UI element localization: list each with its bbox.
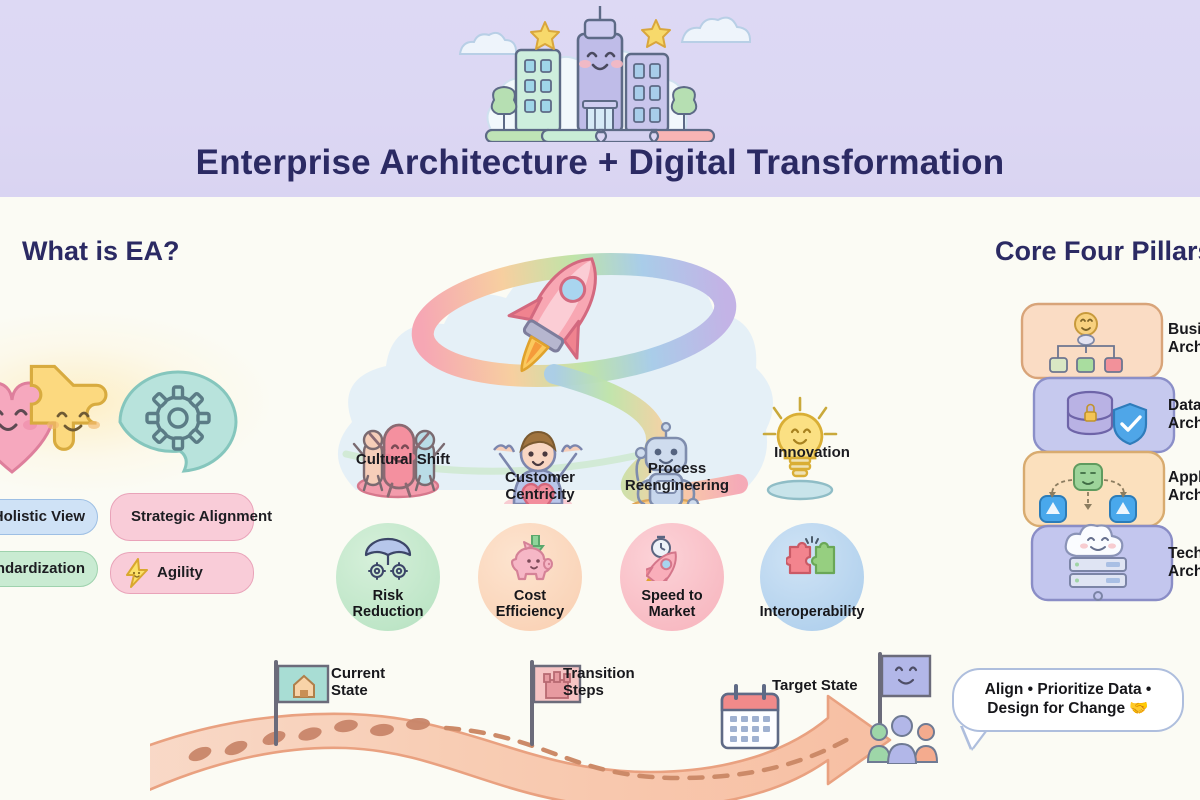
benefit-interoperability[interactable]: Interoperability	[760, 523, 864, 631]
benefit-cost-efficiency-label: Cost Efficiency	[495, 588, 565, 621]
benefit-risk-reduction-label: Risk Reduction	[352, 588, 424, 621]
stage-label-process-reengineering: Process Reengineering	[624, 460, 730, 494]
benefit-speed-to-market-label: Speed to Market	[641, 588, 703, 621]
callout-bubble[interactable]: Align • Prioritize Data • Design for Cha…	[952, 668, 1184, 732]
benefit-cost-efficiency[interactable]: Cost Efficiency	[478, 523, 582, 631]
pill-holistic-view[interactable]: Holistic View	[0, 499, 98, 535]
header-band: Enterprise Architecture + Digital Transf…	[0, 0, 1200, 197]
roadmap-arrow	[150, 652, 932, 800]
heart-puzzle-gear-speech-bubble-icon	[0, 364, 238, 474]
piggy-bank-down-arrow-icon	[510, 535, 553, 581]
cloud-backdrop-icon	[337, 252, 838, 504]
benefit-interoperability-label: Interoperability	[759, 604, 865, 621]
pillar-block-technology	[1030, 523, 1174, 602]
milestone-label-target-state: Target State	[772, 677, 858, 694]
two-puzzle-pieces-icon	[786, 536, 836, 575]
umbrella-with-gears-icon	[364, 537, 412, 580]
pillar-block-business	[1020, 302, 1164, 380]
lightning-bolt-icon	[126, 558, 148, 588]
milestone-label-current-state: Current State	[331, 665, 386, 699]
pillar-label-application-architecture: Application Architecture	[1168, 469, 1200, 504]
benefit-speed-to-market[interactable]: Speed to Market	[620, 523, 724, 631]
stage-label-cultural-shift: Cultural Shift	[355, 451, 451, 468]
callout-bubble-text: Align • Prioritize Data • Design for Cha…	[984, 681, 1152, 717]
pill-strategic-alignment[interactable]: Strategic Alignment	[110, 493, 272, 541]
benefit-risk-reduction[interactable]: Risk Reduction	[336, 523, 440, 631]
pill-holistic-view-label: Holistic View	[0, 508, 85, 526]
section-heading-what-is-ea: What is EA?	[22, 236, 180, 266]
pillar-label-data-architecture: Data Architecture	[1168, 397, 1200, 432]
pillar-label-business-architecture: Business Architecture	[1168, 321, 1200, 356]
pillar-stack	[1020, 302, 1176, 602]
city-buildings-clouds-stars-icon	[458, 6, 752, 142]
page-title: Enterprise Architecture + Digital Transf…	[195, 143, 1005, 182]
pill-agility-label: Agility	[157, 564, 203, 582]
stopwatch-rocket-icon	[646, 535, 677, 581]
milestone-label-transition-steps: Transition Steps	[563, 665, 635, 699]
pill-standardization-label: Standardization	[0, 560, 85, 578]
pillar-block-data	[1032, 376, 1176, 454]
stage-label-innovation: Innovation	[774, 444, 850, 461]
pill-strategic-alignment-label: Strategic Alignment	[131, 508, 273, 526]
pillar-block-application	[1022, 450, 1166, 528]
people-group-icon	[866, 715, 939, 764]
stage-label-customer-centricity: Customer Centricity	[504, 469, 575, 503]
pill-agility[interactable]: Agility	[110, 552, 254, 594]
section-heading-core-four-pillars: Core Four Pillars	[995, 236, 1200, 266]
pill-standardization[interactable]: Standardization	[0, 551, 98, 587]
pillar-label-technology-architecture: Technology Architecture	[1168, 545, 1200, 580]
